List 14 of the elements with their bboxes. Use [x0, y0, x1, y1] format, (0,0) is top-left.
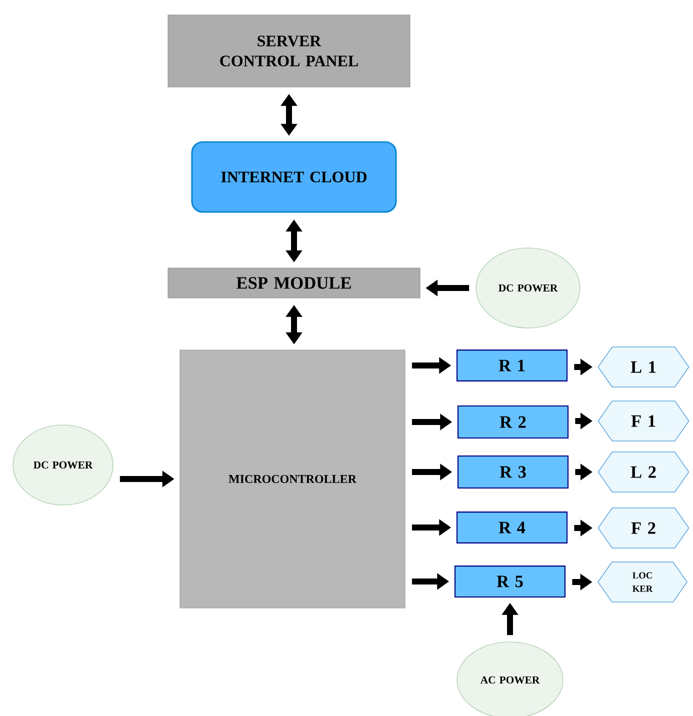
output-hexagon: L 1 — [598, 346, 690, 388]
relay-box: R 1 — [456, 350, 568, 382]
module-bar: ESP MODULE — [168, 268, 420, 298]
output-hexagon: LOC KER — [598, 562, 688, 602]
relay-box: R 3 — [457, 455, 569, 489]
cloud-box: INTERNET CLOUD — [191, 141, 397, 213]
server-box: SERVER CONTROL PANEL — [168, 14, 410, 88]
relay-box: R 2 — [457, 405, 569, 439]
output-hexagon: L 2 — [598, 452, 690, 492]
relay-box: R 5 — [454, 566, 566, 598]
output-hexagon: F 1 — [598, 400, 690, 442]
relay-box: R 4 — [456, 512, 568, 544]
output-hexagon: F 2 — [598, 508, 690, 548]
microcontroller-box: MICROCONTROLLER — [180, 350, 406, 608]
